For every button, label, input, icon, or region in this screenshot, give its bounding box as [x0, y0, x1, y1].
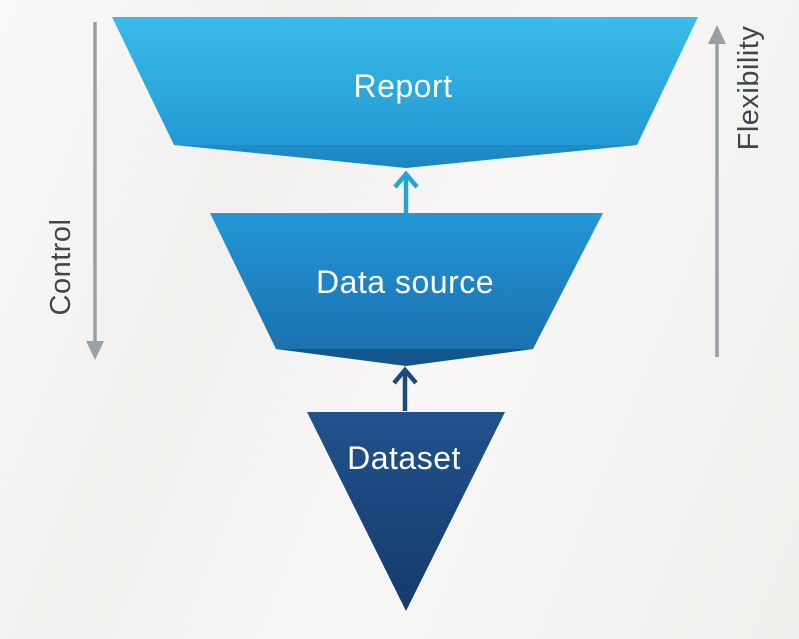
dataset-to-datasource-arrowhead-icon: [392, 366, 418, 385]
dataset-label: Dataset: [347, 440, 461, 476]
funnel-layer-report: [112, 17, 698, 168]
flexibility-axis-label: Flexibility: [733, 26, 765, 151]
report-label: Report: [353, 68, 452, 104]
datasource-label: Data source: [316, 264, 494, 300]
flexibility-arrow-up-icon: [708, 25, 726, 44]
funnel-layer-report-underside: [174, 145, 637, 168]
control-arrow-down-icon: [86, 341, 104, 360]
funnel-layer-dataset: [307, 412, 505, 611]
control-axis-label: Control: [45, 219, 77, 316]
funnel-layer-datasource: [210, 213, 603, 366]
datasource-to-report-arrowhead-icon: [393, 170, 419, 189]
funnel-layer-datasource-underside: [276, 349, 533, 366]
